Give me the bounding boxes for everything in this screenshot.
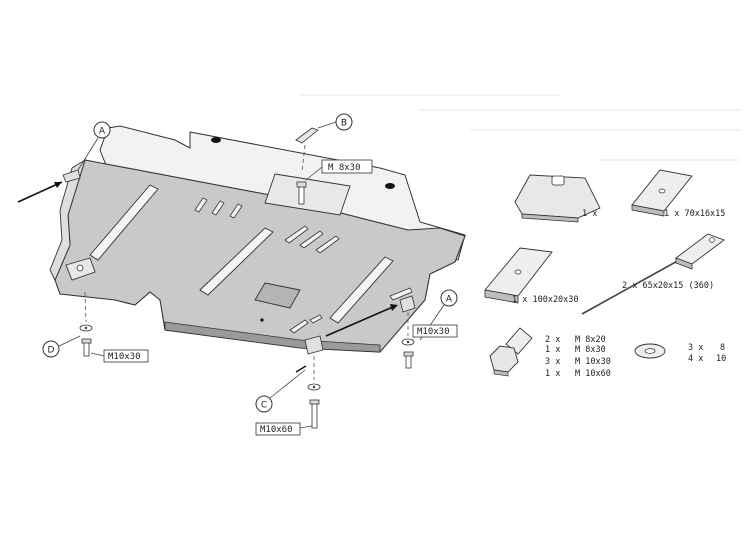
washers-list-qty-1: 4 x	[688, 354, 703, 364]
plate-window	[264, 173, 351, 216]
callout-b-letter: B	[341, 119, 347, 129]
part-plate-70-label: 1 x 70x16x15	[664, 209, 725, 219]
part-plate-100: 1 x 100x20x30	[484, 247, 579, 305]
callout-d-letter: D	[48, 346, 55, 356]
part-plate-65-label: 2 x 65x20x15 (360)	[622, 281, 714, 291]
bolts-list-qty-1: 1 x	[545, 345, 560, 355]
callout-d: D M10x30	[42, 291, 149, 363]
part-clip: 1 x	[514, 174, 601, 223]
bolts-list-size-0: M 8x20	[575, 335, 606, 345]
c-bolt-label: M10x60	[260, 425, 293, 435]
part-plate-65-wire: 2 x 65x20x15 (360)	[581, 233, 725, 315]
washers-list: 3 x 8 4 x 10	[688, 343, 726, 364]
plate-bolt-label: M 8x30	[328, 163, 361, 173]
part-washer	[634, 343, 666, 359]
bolts-list-size-2: M 10x30	[575, 357, 611, 367]
callout-c: C M10x60	[255, 356, 321, 436]
bolts-list: 2 x M 8x20 1 x M 8x30 3 x M 10x30 1 x M …	[545, 335, 611, 379]
plate-left-flange	[49, 158, 86, 282]
part-clip-qty: 1 x	[582, 209, 597, 219]
part-plate-70: 1 x 70x16x15	[631, 169, 725, 219]
bolts-list-qty-3: 1 x	[545, 369, 560, 379]
bolts-list-size-1: M 8x30	[575, 345, 606, 355]
part-plate-100-label: 1 x 100x20x30	[512, 295, 579, 305]
service-hatch	[254, 282, 301, 309]
callout-a-right-letter: A	[446, 295, 453, 305]
plate-front-lip	[164, 321, 381, 353]
a-bolt-label: M10x30	[417, 327, 450, 337]
skid-plate	[49, 125, 466, 355]
d-bolt-label: M10x30	[108, 352, 141, 362]
washers-list-qty-0: 3 x	[688, 343, 703, 353]
callout-a-right: A M10x30	[325, 289, 458, 369]
callout-a-left: A	[17, 121, 111, 203]
washers-list-size-1: 10	[716, 354, 726, 364]
callout-a-left-letter: A	[99, 127, 106, 137]
callout-c-letter: C	[261, 401, 267, 411]
background-sketch	[300, 94, 740, 161]
bolts-list-qty-2: 3 x	[545, 357, 560, 367]
washers-list-size-0: 8	[720, 343, 725, 353]
bolts-list-size-3: M 10x60	[575, 369, 611, 379]
bolts-list-qty-0: 2 x	[545, 335, 560, 345]
plate-bolt-m8x30: M 8x30	[296, 159, 373, 205]
part-hex-bolt	[489, 327, 533, 377]
callout-b: B	[295, 113, 353, 173]
